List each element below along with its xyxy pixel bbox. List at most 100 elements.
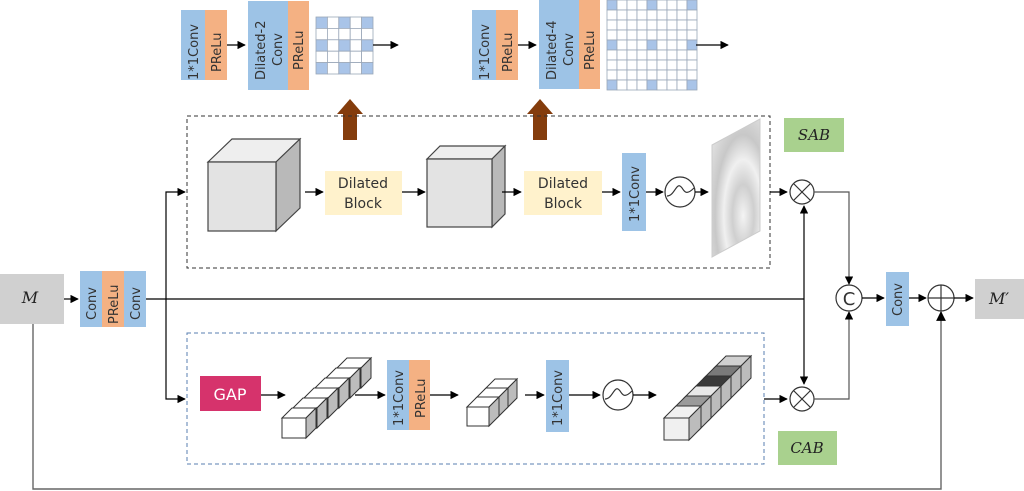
- grid-cell: [656, 0, 668, 11]
- grid-cell: [676, 39, 688, 51]
- dilated-block-2-line2: Block: [544, 196, 583, 212]
- grid-cell: [616, 39, 628, 51]
- dilated-conv-label-line1: Dilated-4: [545, 20, 560, 80]
- sab-conv-1x1-block: [622, 153, 646, 231]
- grid-cell: [636, 39, 648, 51]
- feature-cube-1: [206, 137, 302, 233]
- grid-cell: [686, 69, 698, 81]
- prelu-block: [496, 10, 518, 80]
- dilated-conv-label-line2: Conv: [562, 33, 577, 66]
- channel-attention-weights: [662, 354, 753, 442]
- grid-cell: [646, 69, 658, 81]
- grid-cell: [626, 29, 638, 41]
- grid-cell: [666, 9, 678, 21]
- cab-conv-1x1-block: [387, 360, 409, 430]
- grid-cell: [676, 0, 688, 11]
- grid-cell: [361, 50, 374, 64]
- output-m-prime-block: [975, 279, 1024, 319]
- grid-cell-sampled: [338, 62, 351, 75]
- grid-cell-sampled: [361, 39, 374, 52]
- grid-cell: [656, 59, 668, 71]
- dilation-4-grid: [606, 0, 698, 91]
- dilated-block-1-line2: Block: [344, 196, 383, 212]
- prelu-block: [205, 10, 227, 80]
- grid-cell: [616, 0, 628, 11]
- prelu-label: PReLu: [501, 32, 516, 72]
- sab-multiply-icon: [789, 179, 815, 205]
- grid-cell: [626, 49, 638, 61]
- dilated-conv-label-line2: Conv: [271, 33, 286, 66]
- grid-cell: [361, 27, 374, 41]
- grid-cell: [656, 19, 668, 31]
- grid-cell: [326, 39, 340, 52]
- grid-cell: [616, 49, 628, 61]
- grid-cell: [315, 27, 328, 41]
- grid-cell: [646, 59, 658, 71]
- grid-cell-sampled: [686, 0, 698, 11]
- grid-cell: [606, 69, 618, 81]
- branch-to-cab: [165, 299, 186, 404]
- grid-cell: [616, 9, 628, 21]
- conv-1x1-label: 1*1Conv: [187, 24, 202, 80]
- stem-prelu: [102, 271, 124, 327]
- channel-vector-1: [280, 356, 373, 440]
- grid-cell-sampled: [646, 79, 658, 91]
- grid-cell: [636, 0, 648, 11]
- prelu-label: PReLu: [210, 32, 225, 72]
- grid-cell: [676, 69, 688, 81]
- dilated-prelu-block: [579, 0, 600, 89]
- grid-cell: [646, 9, 658, 21]
- grid-cell: [656, 79, 668, 91]
- stem-prelu-label: PReLu: [107, 284, 122, 324]
- grid-cell: [686, 59, 698, 71]
- dilated-block-1-line1: Dilated: [338, 176, 388, 192]
- grid-cell: [626, 0, 638, 11]
- grid-cell: [666, 69, 678, 81]
- grid-cell: [666, 39, 678, 51]
- dilated-prelu-label: PReLu: [292, 30, 307, 70]
- grid-cell-sampled: [338, 16, 351, 29]
- stem-conv-2-label: Conv: [129, 287, 144, 320]
- grid-cell-sampled: [361, 16, 374, 29]
- grid-cell: [676, 29, 688, 41]
- residual-skip-connection: [32, 311, 946, 490]
- grid-cell-sampled: [646, 0, 658, 11]
- grid-cell: [326, 16, 340, 29]
- grid-cell: [686, 9, 698, 21]
- sab-tag: [784, 118, 844, 152]
- grid-cell: [616, 29, 628, 41]
- stem-conv-1-label: Conv: [85, 287, 100, 320]
- conv-1x1-label: 1*1Conv: [478, 24, 493, 80]
- cab-multiply-icon: [789, 386, 815, 412]
- sab-tag-label: SAB: [798, 126, 830, 144]
- grid-cell: [636, 59, 648, 71]
- grid-cell: [686, 19, 698, 31]
- grid-cell: [656, 49, 668, 61]
- grid-cell: [636, 9, 648, 21]
- cab-tag: [778, 431, 837, 465]
- grid-cell: [646, 49, 658, 61]
- grid-cell: [626, 9, 638, 21]
- dilated-2-conv-block: [248, 1, 288, 90]
- grid-cell: [626, 79, 638, 91]
- stem-conv-1: [80, 271, 102, 327]
- spatial-attention-map: [711, 118, 761, 258]
- grid-cell: [636, 79, 648, 91]
- grid-cell: [349, 27, 363, 41]
- grid-cell-sampled: [646, 39, 658, 51]
- add-icon: [927, 284, 955, 312]
- grid-cell: [676, 79, 688, 91]
- channel-cell: [466, 406, 490, 427]
- dilated-block-2: [524, 171, 602, 215]
- grid-cell: [666, 59, 678, 71]
- grid-cell: [636, 19, 648, 31]
- channel-cell: [281, 417, 307, 439]
- cab-conv-1x1-block-2: [546, 360, 569, 432]
- grid-cell: [656, 29, 668, 41]
- grid-cell: [666, 49, 678, 61]
- grid-cell: [626, 19, 638, 31]
- dilated-block-detail-2: 1*1Conv PReLu Dilated-4 Conv PReLu: [472, 0, 729, 91]
- grid-cell: [646, 29, 658, 41]
- grid-cell: [616, 59, 628, 71]
- grid-cell: [686, 29, 698, 41]
